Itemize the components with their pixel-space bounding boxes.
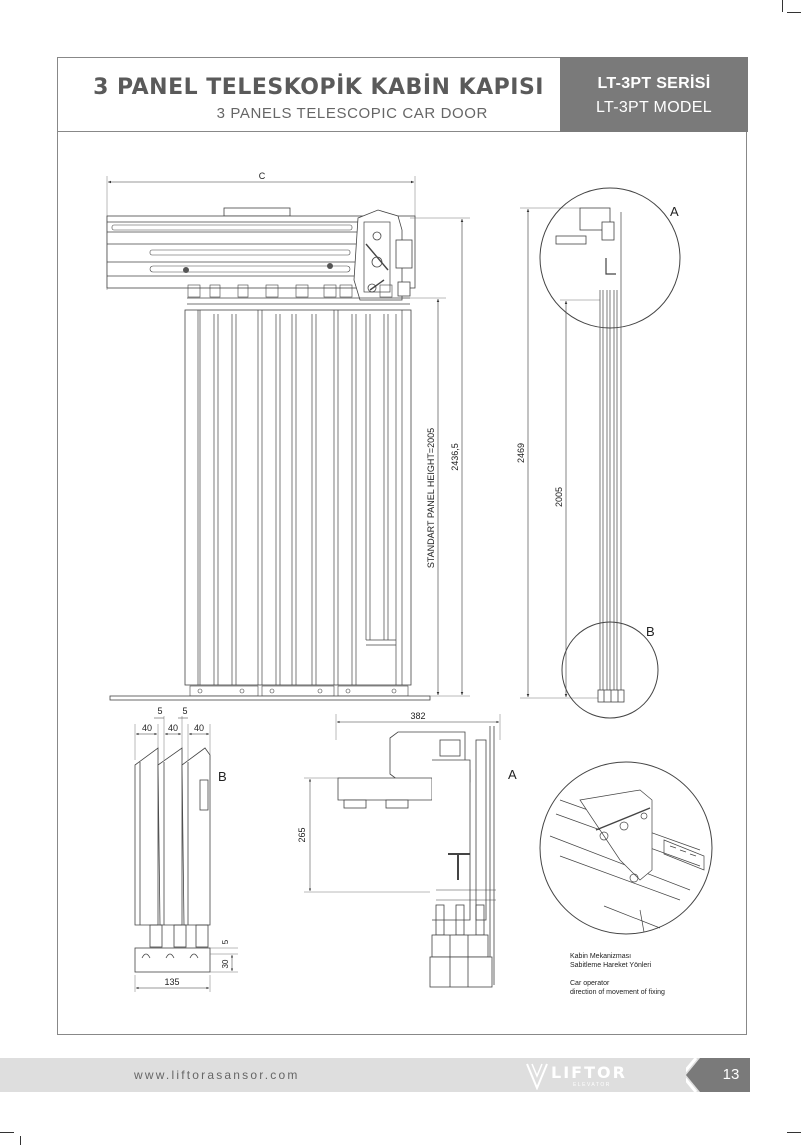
website-link[interactable]: www.liftorasansor.com [134, 1068, 300, 1082]
page-title: 3 PANEL TELESKOPİK KABİN KAPISI [93, 75, 544, 100]
liftor-logo: LIFTOR ELEVATOR [523, 1062, 653, 1090]
logo-text: LIFTOR [551, 1063, 627, 1082]
crop-mark [782, 0, 783, 12]
dim-40-b-label: 40 [168, 723, 178, 733]
page-frame [57, 57, 747, 1035]
dim-40-c-label: 40 [194, 723, 204, 733]
crop-mark [787, 12, 801, 13]
dim-2005-label: 2005 [554, 487, 564, 507]
page-number: 13 [722, 1066, 740, 1083]
detail-a-title: A [508, 767, 517, 782]
model-subtitle: LT-3PT MODEL [596, 99, 712, 116]
dim-panel-height-label: STANDART PANEL HEIGHT=2005 [426, 428, 436, 568]
detail-a-view [304, 714, 501, 988]
detail-a-label: A [670, 204, 679, 219]
dim-5-a-label: 5 [157, 706, 162, 716]
dim-265-label: 265 [297, 827, 307, 842]
crop-mark [0, 1132, 14, 1133]
dim-5-b-label: 5 [182, 706, 187, 716]
dim-5-c-label: 5 [221, 939, 230, 944]
logo-subtext: ELEVATOR [573, 1082, 611, 1088]
side-view [520, 187, 681, 719]
dim-2469-label: 2469 [516, 443, 526, 463]
footer-bar [0, 1058, 750, 1092]
page-number-tab [686, 1058, 750, 1092]
title-block: 3 PANEL TELESKOPİK KABİN KAPISI 3 PANELS… [57, 57, 560, 132]
dim-30-label: 30 [221, 959, 230, 968]
dim-c-label: C [259, 171, 266, 181]
dim-135-label: 135 [164, 977, 179, 987]
model-block: LT-3PT SERİSİ LT-3PT MODEL [560, 57, 748, 132]
note-line: Car operator [570, 980, 610, 987]
crop-mark [787, 1132, 801, 1133]
isometric-detail [539, 761, 713, 935]
dim-40-a-label: 40 [142, 723, 152, 733]
detail-b-title: B [218, 769, 227, 784]
note-line: Kabin Mekanizması [570, 953, 632, 960]
dim-2436-label: 2436,5 [450, 443, 460, 471]
detail-b-view [134, 716, 238, 992]
detail-b-label: B [646, 624, 655, 639]
crop-mark [20, 1136, 21, 1145]
note-line: Sabitleme Hareket Yönleri [570, 962, 652, 969]
logo-mark-icon [526, 1063, 548, 1090]
model-title: LT-3PT SERİSİ [597, 75, 711, 92]
front-view [106, 176, 470, 701]
note-line: direction of movement of fixing [570, 989, 665, 996]
dim-382-label: 382 [410, 711, 425, 721]
page-subtitle: 3 PANELS TELESCOPIC CAR DOOR [216, 105, 488, 122]
